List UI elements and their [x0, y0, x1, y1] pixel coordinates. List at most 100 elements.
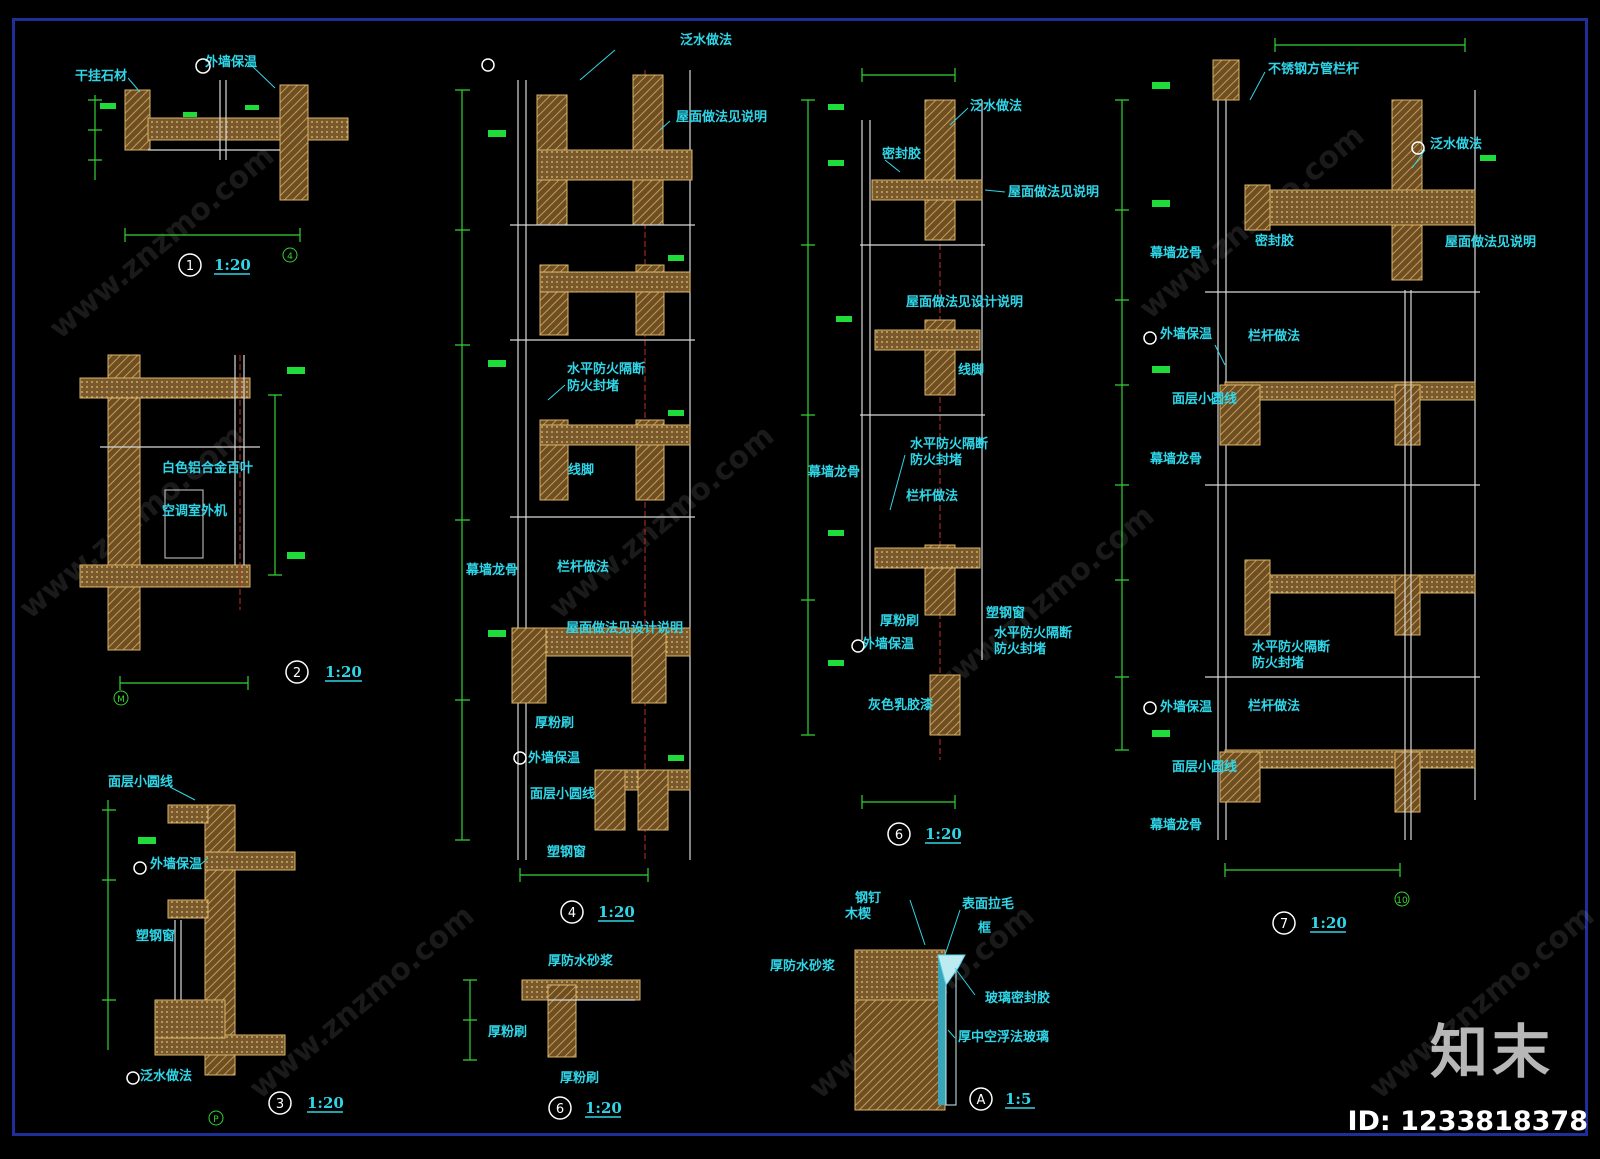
label: 面层小圆线 [530, 786, 595, 802]
label: 水平防火隔断 [910, 436, 988, 452]
label: 密封胶 [881, 146, 921, 162]
detail-scale: 1:20 [325, 663, 362, 681]
label: 厚粉刷 [880, 613, 919, 629]
detail-scale: 1:20 [1310, 914, 1347, 932]
detail-number: 6 [895, 828, 903, 843]
detail-number: 3 [276, 1097, 284, 1112]
label: 厚粉刷 [488, 1024, 527, 1040]
label: 幕墙龙骨 [1149, 817, 1202, 833]
label: 空调室外机 [162, 503, 227, 519]
detail-number-circle [178, 253, 202, 277]
label: 面层小圆线 [1172, 391, 1237, 407]
axis-label: 10 [1396, 896, 1408, 906]
label: 厚防水砂浆 [548, 953, 614, 969]
detail-number-circle [1272, 911, 1296, 935]
label: 白色铝合金百叶 [162, 460, 253, 476]
label: 密封胶 [1254, 233, 1294, 249]
label: 塑钢窗 [986, 605, 1025, 621]
detail-number-circle [560, 900, 584, 924]
label: 防火封堵 [910, 452, 962, 468]
label: 泛水做法 [970, 98, 1022, 114]
detail-number: 6 [556, 1102, 564, 1117]
label: 框 [978, 920, 991, 936]
axis-label: P [213, 1115, 219, 1125]
label: 厚中空浮法玻璃 [958, 1029, 1049, 1045]
label: 表面拉毛 [961, 896, 1014, 912]
label: 不锈钢方管栏杆 [1268, 61, 1359, 77]
drawing-frame [12, 18, 1588, 1136]
detail-2: 白色铝合金百叶 空调室外机 2 1:20 M [79, 354, 362, 706]
detail-number: 7 [1280, 917, 1288, 932]
detail-scale: 1:20 [598, 903, 635, 921]
brand-logo: 知末 [1429, 1018, 1554, 1086]
label: 屋面做法见设计说明 [566, 620, 683, 636]
label: 防火封堵 [1252, 655, 1304, 671]
label: 幕墙龙骨 [465, 562, 518, 578]
detail-4: 泛水做法 屋面做法见说明 水平防火隔断 防火封堵 线脚 幕墙龙骨 栏杆做法 屋面… [455, 32, 767, 924]
label: 幕墙龙骨 [1149, 245, 1202, 261]
label: 外墙保温 [204, 54, 257, 70]
detail-scale: 1:5 [1005, 1090, 1031, 1108]
label: 幕墙龙骨 [1149, 451, 1202, 467]
detail-scale: 1:20 [214, 256, 251, 274]
image-id-label: ID: 1233818378 [1347, 1106, 1588, 1137]
label: 屋面做法见设计说明 [906, 294, 1023, 310]
label: 厚防水砂浆 [770, 958, 836, 974]
detail-scale: 1:20 [307, 1094, 344, 1112]
label: 塑钢窗 [547, 844, 586, 860]
detail-number-circle [969, 1087, 993, 1111]
detail-scale: 1:20 [585, 1099, 622, 1117]
label: 防火封堵 [567, 378, 619, 394]
label: 外墙保温 [1159, 326, 1212, 342]
label: 水平防火隔断 [567, 361, 645, 377]
axis-label: 4 [287, 252, 293, 262]
label: 屋面做法见说明 [1008, 184, 1099, 200]
detail-number-circle [268, 1091, 292, 1115]
detail-number-circle [887, 822, 911, 846]
axis-label: M [117, 695, 125, 705]
detail-number: 2 [293, 666, 301, 681]
label: 厚粉刷 [535, 715, 574, 731]
label: 幕墙龙骨 [807, 464, 860, 480]
label: 面层小圆线 [1172, 759, 1237, 775]
label: 水平防火隔断 [1252, 639, 1330, 655]
detail-number-circle [285, 660, 309, 684]
detail-scale: 1:20 [925, 825, 962, 843]
label: 泛水做法 [140, 1068, 192, 1084]
label: 屋面做法见说明 [676, 109, 767, 125]
label: 面层小圆线 [108, 774, 173, 790]
label: 水平防火隔断 [994, 625, 1072, 641]
label: 屋面做法见说明 [1445, 234, 1536, 250]
label: 钢钉 [855, 890, 881, 906]
label: 栏杆做法 [1248, 328, 1300, 344]
label: 栏杆做法 [557, 559, 609, 575]
label: 厚粉刷 [560, 1070, 599, 1086]
label: 木楔 [844, 906, 871, 922]
label: 外墙保温 [149, 856, 202, 872]
detail-A: 钢钉 木楔 表面拉毛 框 厚防水砂浆 玻璃密封胶 厚中空浮法玻璃 A 1:5 [770, 890, 1050, 1111]
label: 线脚 [568, 462, 594, 478]
detail-number: 1 [186, 259, 194, 274]
label: 玻璃密封胶 [985, 990, 1050, 1006]
label: 外墙保温 [1159, 699, 1212, 715]
label: 外墙保温 [527, 750, 580, 766]
detail-number: 4 [568, 906, 576, 921]
label: 塑钢窗 [136, 928, 175, 944]
detail-number: A [977, 1093, 986, 1108]
label: 外墙保温 [861, 636, 914, 652]
detail-1: 干挂石材 外墙保温 1 1:20 4 [75, 54, 349, 277]
watermark-site: www.znzmo.com [43, 138, 281, 346]
watermark-site: www.znzmo.com [243, 898, 481, 1106]
label: 干挂石材 [75, 68, 127, 84]
label: 灰色乳胶漆 [868, 697, 933, 713]
label: 防火封堵 [994, 641, 1046, 657]
label: 栏杆做法 [906, 488, 958, 504]
detail-6: 泛水做法 密封胶 屋面做法见说明 屋面做法见设计说明 线脚 幕墙龙骨 水平防火隔… [801, 68, 1099, 846]
detail-7: 不锈钢方管栏杆 泛水做法 密封胶 屋面做法见说明 幕墙龙骨 外墙保温 栏杆做法 … [1115, 38, 1536, 935]
label: 栏杆做法 [1248, 698, 1300, 714]
label: 泛水做法 [1430, 136, 1482, 152]
detail-3: 面层小圆线 外墙保温 塑钢窗 泛水做法 3 1:20 P [102, 774, 344, 1126]
label: 泛水做法 [680, 32, 732, 48]
detail-5: 厚防水砂浆 厚粉刷 厚粉刷 6 1:20 [463, 953, 641, 1120]
